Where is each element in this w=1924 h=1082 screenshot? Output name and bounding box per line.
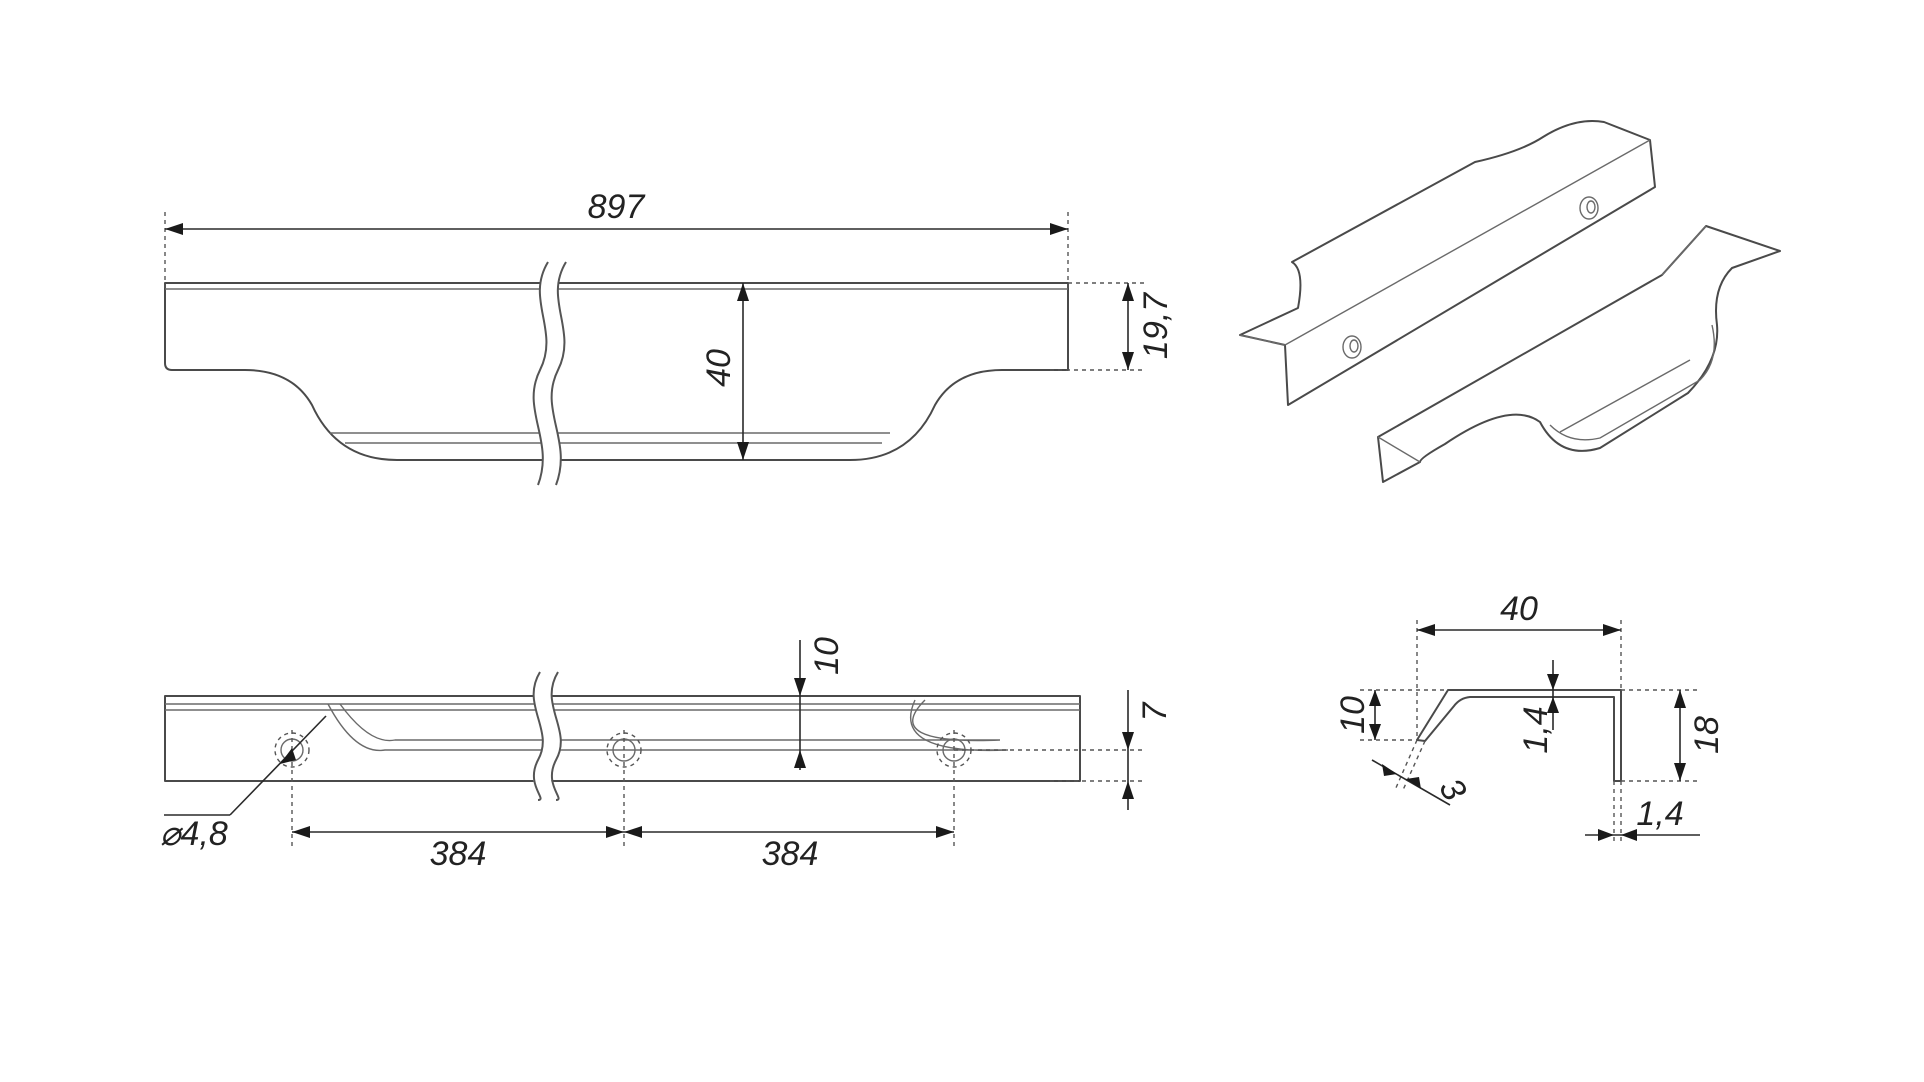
dimension-bevel-label: 3 — [1431, 772, 1473, 807]
profile-bottom-outline — [164, 695, 1081, 782]
break-line — [532, 261, 549, 486]
dimension-thickness-side-label: 1,4 — [1636, 795, 1683, 833]
dimension-length-label: 897 — [588, 188, 646, 226]
mounting-hole — [1349, 339, 1359, 353]
dimension-thickness-top-label: 1,4 — [1517, 706, 1555, 753]
dimension-flange-label: 19,7 — [1137, 292, 1175, 359]
dimension-edge-label: 7 — [1136, 701, 1174, 721]
dimension-lip-label: 10 — [1334, 696, 1372, 734]
profile-outline — [164, 282, 1069, 461]
section-view: 40 18 10 1,4 1,4 3 — [1334, 590, 1726, 845]
mounting-hole — [1586, 200, 1596, 214]
break-line — [550, 261, 567, 486]
bottom-view: 384 384 ⌀4,8 10 7 — [160, 637, 1174, 873]
isometric-view-open-side — [1239, 120, 1656, 406]
dimension-section-width-label: 40 — [1500, 590, 1538, 628]
dimension-spacing-right-label: 384 — [762, 835, 819, 873]
dimension-hole-offset-label: 10 — [808, 637, 846, 675]
dimension-spacing-left-label: 384 — [430, 835, 487, 873]
dimension-height-label: 40 — [700, 349, 738, 387]
hole-diameter-label: ⌀4,8 — [160, 815, 228, 853]
front-view: 897 40 19,7 — [164, 188, 1175, 486]
isometric-view-closed-side — [1377, 225, 1781, 483]
mounting-hole — [1579, 196, 1599, 220]
dimension-section-height-label: 18 — [1688, 716, 1726, 754]
mounting-hole — [1342, 335, 1362, 359]
